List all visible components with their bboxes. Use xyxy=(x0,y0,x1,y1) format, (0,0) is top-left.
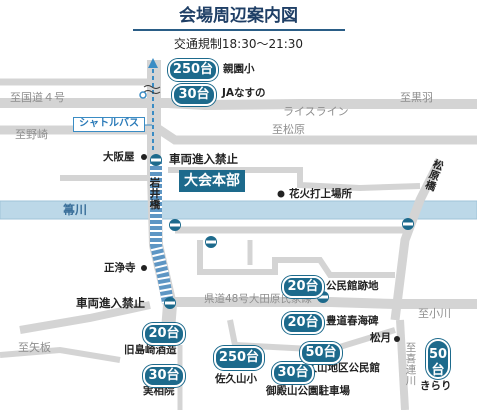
landmark-dot-shogetsu xyxy=(394,336,400,342)
parking-badge-8: 30台 xyxy=(272,362,314,384)
label-to-yaita: 至矢板 xyxy=(18,341,51,354)
landmark-osakaya: 大阪屋 xyxy=(103,151,135,163)
landmark-dot-osakaya xyxy=(141,154,147,160)
landmark-old-shimazaki-brewery: 旧島崎酒造 xyxy=(124,344,177,356)
landmark-sakuyama-elementary: 佐久山小 xyxy=(215,373,257,385)
bus-stop-icon-1 xyxy=(139,91,147,99)
no-entry-icon-4 xyxy=(205,236,217,248)
landmark-kirari: きらり xyxy=(420,380,452,392)
road-yaita2 xyxy=(0,346,121,363)
road-noxaki xyxy=(0,125,477,145)
label-route48: 県道48号大田原氏家線 xyxy=(204,293,312,305)
parking-badge-6: 30台 xyxy=(143,365,185,387)
label-to-ogawa: 至小川 xyxy=(418,307,451,320)
landmark-fireworks-site: 花火打上場所 xyxy=(289,188,352,200)
landmark-shogetsu: 松月 xyxy=(370,332,391,344)
label-iwaibashi: 岩井橋 xyxy=(149,177,161,211)
no-entry-icon-2 xyxy=(164,297,176,309)
parking-badge-5: 20台 xyxy=(143,323,185,345)
label-hokigawa: 箒川 xyxy=(63,203,88,217)
landmark-dot-joujouji xyxy=(141,265,147,271)
landmark-joujouji: 正浄寺 xyxy=(104,262,136,274)
landmark-kominkan-ato: 公民館跡地 xyxy=(326,280,379,292)
shuttle-bus-label: シャトルバス xyxy=(73,117,145,132)
landmark-ojiomo-elementary: 親園小 xyxy=(223,63,255,75)
no-entry-icon-5 xyxy=(402,218,414,230)
map-title: 会場周辺案内図 xyxy=(179,6,298,26)
landmark-toudo-monument: 豊道春海碑 xyxy=(326,315,379,327)
no-entry-label-1: 車両進入禁止 xyxy=(169,152,238,166)
break-mark-1 xyxy=(143,85,161,89)
label-to-route4: 至国道４号 xyxy=(10,91,65,104)
road-matsubara xyxy=(390,157,445,321)
parking-badge-10: 50台 xyxy=(426,339,450,379)
parking-badge-7: 250台 xyxy=(214,346,264,370)
landmark-ja-nasuno: JAなすの xyxy=(222,87,266,99)
break-mark-2 xyxy=(143,90,161,94)
title-underline xyxy=(133,29,345,31)
road-route48 xyxy=(168,297,477,309)
traffic-control-time: 交通規制18:30～21:30 xyxy=(173,37,304,51)
label-to-kitsuregawa: 至喜連川 xyxy=(405,342,417,387)
landmark-sakuyama-community-center: 佐久山地区公民館 xyxy=(296,362,380,374)
parking-badge-1: 250台 xyxy=(168,59,218,81)
road-s2 xyxy=(197,240,395,278)
label-to-kurobane: 至黒羽 xyxy=(400,91,433,104)
shuttle-arrow xyxy=(148,58,158,68)
no-entry-icon-1 xyxy=(150,154,162,166)
road-yaita xyxy=(19,301,151,334)
river-hokigawa xyxy=(0,200,477,220)
parking-badge-4: 20台 xyxy=(282,312,324,334)
parking-badge-3: 20台 xyxy=(282,276,324,298)
road-kitsuregawa xyxy=(396,319,409,410)
no-entry-icon-3 xyxy=(169,219,181,231)
label-to-matsubara: 至松原 xyxy=(272,123,305,136)
restricted-section-dash xyxy=(150,158,174,305)
fireworks-site-icon xyxy=(277,190,285,198)
label-riceline: ライスライン xyxy=(283,105,349,118)
label-to-nozaki: 至野崎 xyxy=(15,128,48,141)
parking-badge-9: 50台 xyxy=(300,342,342,364)
landmark-jissouin: 実相院 xyxy=(143,385,175,397)
road-mid xyxy=(168,167,421,192)
landmark-gotenyama-parking: 御殿山公園駐車場 xyxy=(266,385,350,397)
no-entry-label-2: 車両進入禁止 xyxy=(76,296,145,310)
parking-badge-2: 30台 xyxy=(172,84,216,106)
road-sakuyama xyxy=(227,319,396,354)
event-hq: 大会本部 xyxy=(179,170,245,192)
